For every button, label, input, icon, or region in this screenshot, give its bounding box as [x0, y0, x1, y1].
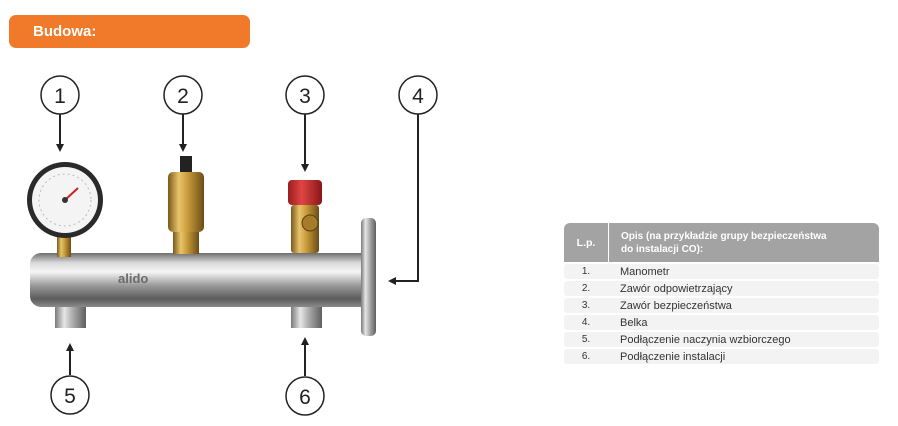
column-header-description: Opis (na przykładzie grupy bezpieczeństw… — [609, 223, 879, 262]
row-description: Podłączenie naczynia wzbiorczego — [620, 333, 791, 346]
row-number: 4. — [581, 317, 591, 328]
table-row: 2. Zawór odpowietrzający — [564, 281, 879, 296]
row-number: 2. — [581, 283, 591, 294]
table-row: 5. Podłączenie naczynia wzbiorczego — [564, 332, 879, 347]
callout-4-number: 4 — [412, 85, 424, 108]
callout-5-number: 5 — [64, 385, 76, 408]
table-row: 6. Podłączenie instalacji — [564, 349, 879, 364]
column-header-description-line-1: Opis (na przykładzie grupy bezpieczeństw… — [621, 230, 827, 242]
row-description: Zawór odpowietrzający — [620, 282, 733, 295]
brand-mark: alido — [118, 271, 148, 286]
air-vent-body — [168, 172, 204, 232]
parts-table: L.p. Opis (na przykładzie grupy bezpiecz… — [564, 223, 879, 364]
air-vent-base — [173, 232, 199, 254]
callout-2-number: 2 — [177, 85, 189, 108]
row-number: 5. — [581, 334, 591, 345]
callout-3: 3 — [285, 75, 325, 115]
column-header-lp: L.p. — [564, 223, 609, 262]
row-number: 6. — [581, 351, 591, 362]
safety-valve-cap — [288, 180, 322, 205]
table-row: 3. Zawór bezpieczeństwa — [564, 298, 879, 313]
gauge-center — [62, 197, 68, 203]
safety-valve-outlet — [301, 214, 319, 232]
flange — [361, 218, 376, 336]
row-number: 3. — [581, 300, 591, 311]
section-header: Budowa: — [9, 15, 250, 48]
column-header-description-line-2: do instalacji CO): — [621, 243, 704, 255]
callout-5: 5 — [50, 375, 90, 415]
table-row: 4. Belka — [564, 315, 879, 330]
callout-6: 6 — [285, 376, 325, 416]
manifold-beam — [30, 253, 375, 307]
row-description: Podłączenie instalacji — [620, 350, 726, 363]
callout-1: 1 — [40, 75, 80, 115]
callout-2: 2 — [163, 75, 203, 115]
callout-6-number: 6 — [299, 386, 311, 409]
row-description: Zawór bezpieczeństwa — [620, 299, 732, 312]
callout-4: 4 — [398, 75, 438, 115]
row-description: Belka — [620, 316, 648, 329]
gauge-stem — [57, 235, 71, 257]
section-title: Budowa: — [33, 23, 97, 40]
callout-4-arrow — [388, 114, 419, 285]
row-number: 1. — [581, 266, 591, 277]
table-header: L.p. Opis (na przykładzie grupy bezpiecz… — [564, 223, 879, 262]
row-description: Manometr — [620, 265, 670, 278]
table-row: 1. Manometr — [564, 264, 879, 279]
gauge-scale — [38, 173, 92, 227]
callout-3-number: 3 — [299, 85, 311, 108]
air-vent-cap — [180, 156, 192, 172]
callout-1-number: 1 — [54, 85, 66, 108]
